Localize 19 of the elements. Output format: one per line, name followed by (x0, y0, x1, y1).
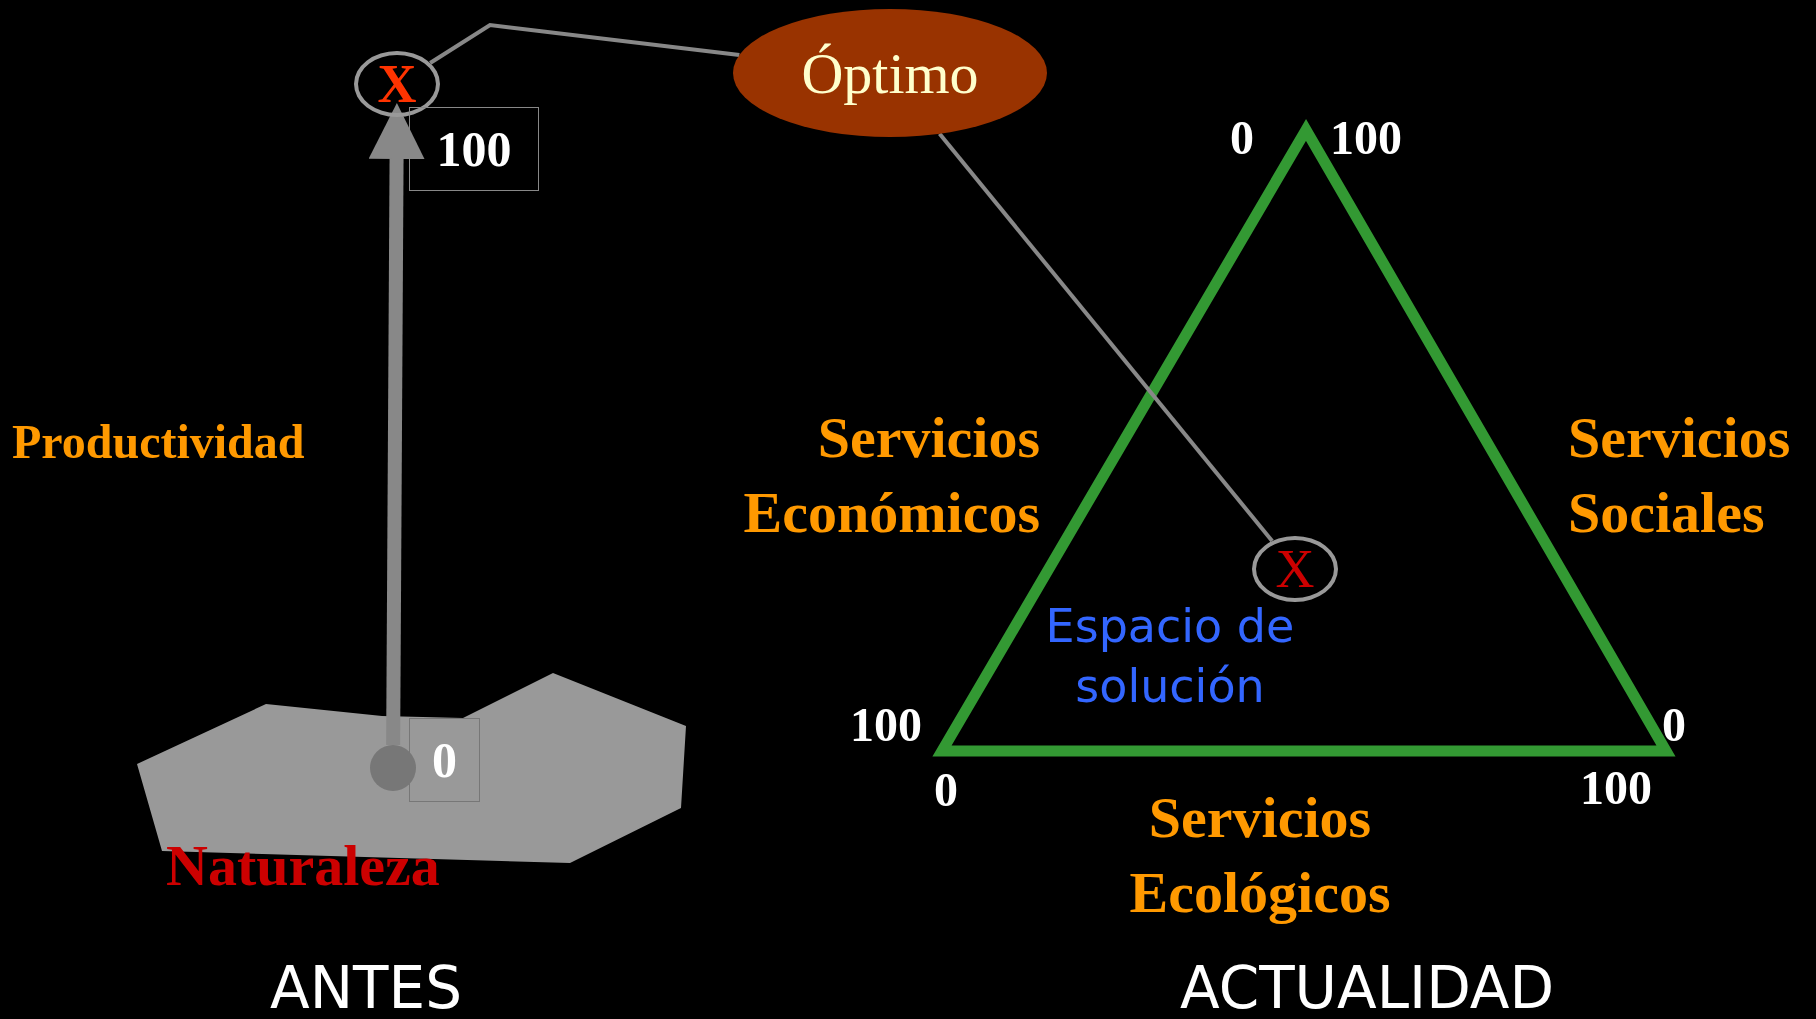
section-title: ANTES (270, 955, 462, 1019)
axis-label: Servicios Sociales (1568, 404, 1792, 548)
axis-label: Productividad (12, 414, 305, 470)
scale-value: 0 (934, 762, 958, 818)
scale-value: 100 (850, 697, 922, 753)
value-box: 100 (409, 107, 539, 191)
leader-line (938, 132, 1274, 543)
scale-value: 0 (1662, 697, 1686, 753)
mark-circle: X (354, 51, 440, 117)
scale-value: 100 (1330, 110, 1402, 166)
scale-value: 100 (1580, 760, 1652, 816)
axis-label: Servicios Ecológicos (1128, 784, 1392, 928)
ellipse-label: Óptimo (733, 9, 1047, 137)
leader-line (429, 22, 740, 65)
axis-label: Servicios Económicos (742, 404, 1040, 548)
section-title: ACTUALIDAD (1180, 955, 1555, 1019)
mark-circle: X (1252, 536, 1338, 602)
scale-value: 0 (1230, 110, 1254, 166)
value-box: 0 (409, 718, 480, 802)
